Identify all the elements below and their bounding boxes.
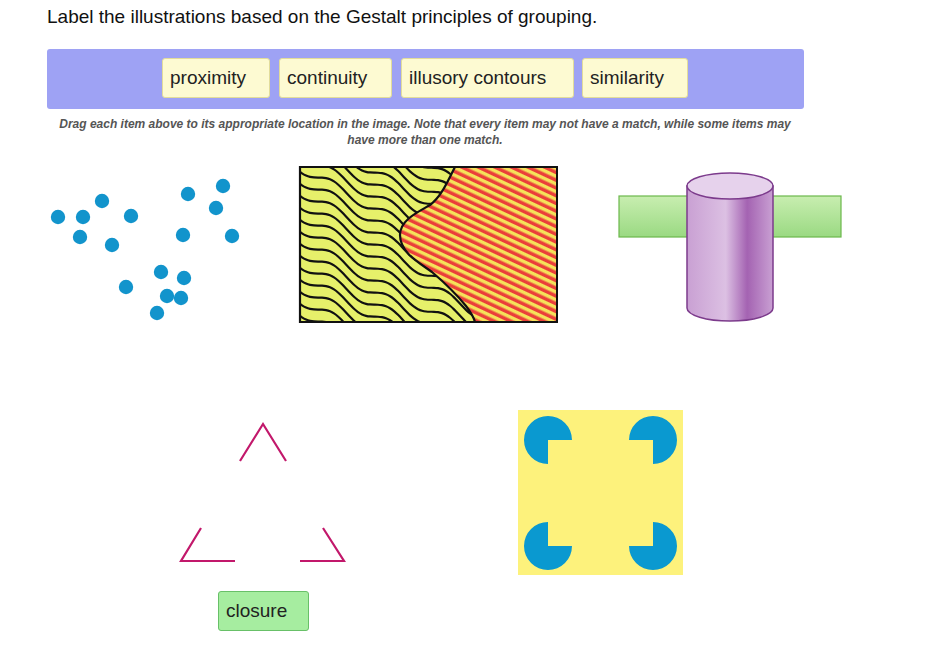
kanizsa-square xyxy=(518,410,683,575)
triangle-corners xyxy=(181,424,344,561)
label-chip: proximity xyxy=(162,58,270,98)
dot-clusters xyxy=(51,179,239,320)
label-tray xyxy=(47,49,804,109)
chip-label: continuity xyxy=(280,67,387,89)
cylinder-figure xyxy=(619,173,841,321)
chip-label: closure xyxy=(219,600,307,622)
label-chip: illusory contours xyxy=(401,58,574,98)
label-chip: closure xyxy=(218,591,309,631)
instruction-note: Drag each item above to its appropriate … xyxy=(47,116,803,148)
label-chip: continuity xyxy=(279,58,392,98)
chip-label: proximity xyxy=(163,67,266,89)
label-chip: similarity xyxy=(582,58,688,98)
page-title: Label the illustrations based on the Ges… xyxy=(47,6,597,28)
chip-label: similarity xyxy=(583,67,684,89)
chip-label: illusory contours xyxy=(402,67,566,89)
